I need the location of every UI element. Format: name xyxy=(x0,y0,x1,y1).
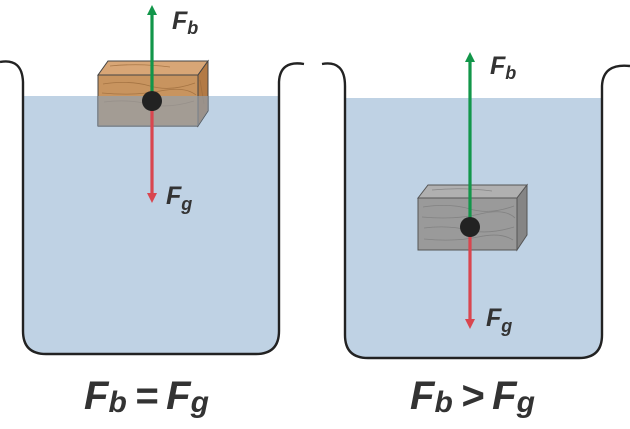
gravity-force-label: Fg xyxy=(486,304,512,336)
buoyant-force-label: Fb xyxy=(172,7,198,38)
center-of-mass-dot xyxy=(460,217,480,237)
right-container xyxy=(321,62,630,360)
left-panel: Fb Fg Fb=Fg xyxy=(0,5,305,419)
buoyant-force-label: Fb xyxy=(490,52,516,83)
gravity-force-label: Fg xyxy=(166,182,192,214)
equation-left: Fb=Fg xyxy=(84,374,209,419)
equation-right: Fb>Fg xyxy=(410,374,535,419)
left-water xyxy=(23,96,279,354)
center-of-mass-dot xyxy=(142,91,162,111)
left-container xyxy=(0,60,305,356)
right-panel: Fb Fg Fb>Fg xyxy=(321,52,630,419)
